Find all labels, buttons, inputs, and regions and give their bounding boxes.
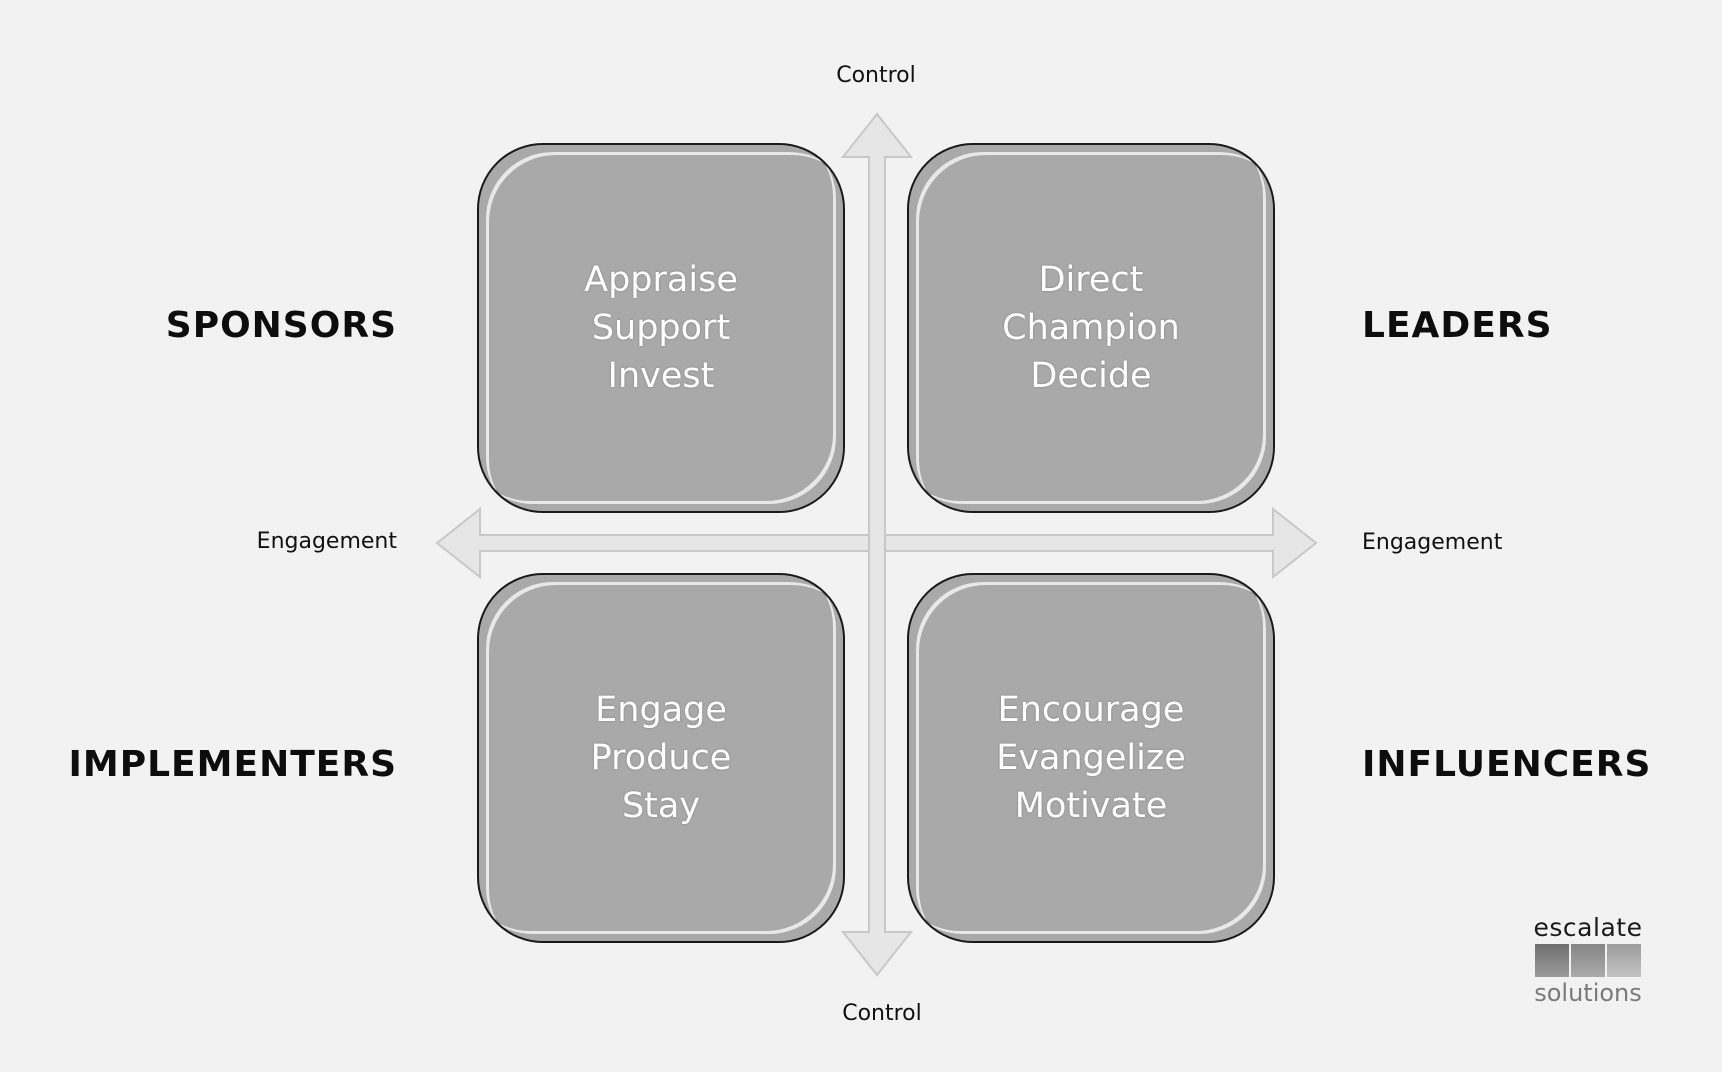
axis-label-right: Engagement: [1362, 530, 1503, 555]
axis-label-left: Engagement: [256, 529, 397, 554]
logo-square-icon: [1571, 944, 1605, 977]
company-logo: escalate solutions: [1532, 913, 1644, 1007]
quadrant-text: Direct: [1038, 260, 1144, 300]
quadrant-text: Encourage: [997, 690, 1185, 730]
quadrant-text: Engage: [595, 690, 727, 730]
quadrant-text: Champion: [1002, 308, 1180, 348]
logo-wordmark-bottom: solutions: [1534, 979, 1642, 1007]
quadrant-box-influencers: Encourage Evangelize Motivate: [907, 573, 1275, 943]
axis-label-top: Control: [836, 63, 916, 88]
axis-crossing: [870, 536, 884, 550]
role-label-influencers: INFLUENCERS: [1362, 744, 1652, 785]
quadrant-text: Support: [591, 308, 731, 348]
logo-square-icon: [1607, 944, 1641, 977]
quadrant-text: Stay: [621, 786, 701, 826]
role-label-leaders: LEADERS: [1362, 305, 1553, 346]
quadrant-box-sponsors: Appraise Support Invest: [477, 143, 845, 513]
logo-squares: [1532, 944, 1644, 977]
quadrant-box-leaders: Direct Champion Decide: [907, 143, 1275, 513]
quadrant-text: Appraise: [584, 260, 738, 300]
logo-square-icon: [1535, 944, 1569, 977]
quadrant-text: Invest: [607, 356, 715, 396]
axis-label-bottom: Control: [842, 1001, 922, 1026]
quadrant-text: Evangelize: [996, 738, 1186, 778]
quadrant-box-implementers: Engage Produce Stay: [477, 573, 845, 943]
logo-wordmark-top: escalate: [1533, 913, 1643, 942]
role-label-implementers: IMPLEMENTERS: [68, 744, 397, 785]
quadrant-text: Motivate: [1014, 786, 1168, 826]
quadrant-text: Produce: [590, 738, 732, 778]
quadrant-text: Decide: [1030, 356, 1152, 396]
role-label-sponsors: SPONSORS: [165, 305, 397, 346]
